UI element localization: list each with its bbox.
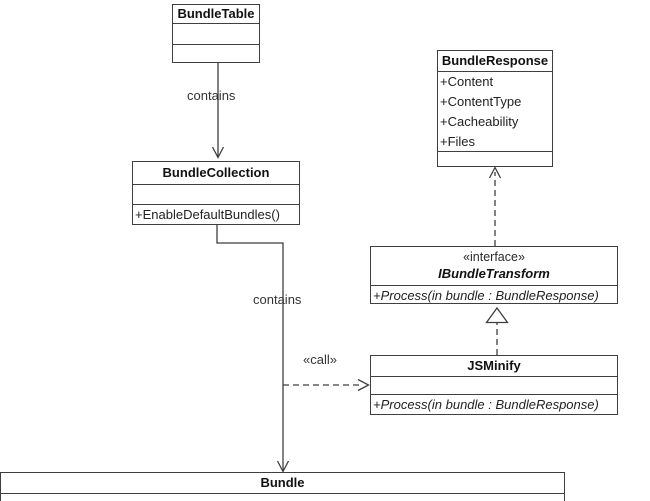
attributes-compartment xyxy=(1,493,564,501)
class-bundle-collection: BundleCollection +EnableDefaultBundles() xyxy=(132,161,300,225)
class-title: BundleTable xyxy=(177,5,255,21)
attributes-compartment xyxy=(371,376,617,394)
edge-label-call-stereotype: «call» xyxy=(303,352,337,367)
class-title: BundleCollection xyxy=(162,164,270,180)
open-arrowhead-down-icon xyxy=(276,460,290,473)
class-attribute: +Content xyxy=(440,74,494,89)
open-arrowhead-right-icon xyxy=(357,378,370,392)
class-title: IBundleTransform xyxy=(438,265,550,281)
class-method: +EnableDefaultBundles() xyxy=(135,207,280,222)
interface-title: «interface» IBundleTransform xyxy=(371,247,617,285)
interface-stereotype: «interface» xyxy=(463,250,525,265)
class-method: +Process(in bundle : BundleResponse) xyxy=(373,288,599,303)
edge-bundlecollection-bundle xyxy=(216,225,284,471)
class-jsminify: JSMinify +Process(in bundle : BundleResp… xyxy=(370,355,618,415)
class-attribute: +Files xyxy=(440,134,476,149)
open-arrowhead-up-icon xyxy=(488,166,502,179)
class-bundle: Bundle xyxy=(0,472,565,501)
interface-ibundle-transform: «interface» IBundleTransform +Process(in… xyxy=(370,246,618,304)
class-title: BundleResponse xyxy=(441,52,549,68)
class-bundle-table: BundleTable xyxy=(172,4,260,63)
methods-compartment xyxy=(173,44,259,62)
class-bundle-response: BundleResponse +Content +ContentType +Ca… xyxy=(437,50,553,167)
methods-compartment: +EnableDefaultBundles() xyxy=(133,204,299,224)
class-attribute: +ContentType xyxy=(440,94,522,109)
attributes-compartment xyxy=(173,23,259,44)
class-title: JSMinify xyxy=(467,357,521,373)
class-attribute: +Cacheability xyxy=(440,114,519,129)
realization-triangle-icon xyxy=(485,306,509,324)
open-arrowhead-down-icon xyxy=(211,146,225,159)
attributes-compartment xyxy=(133,184,299,204)
class-method: +Process(in bundle : BundleResponse) xyxy=(373,397,599,412)
methods-compartment: +Process(in bundle : BundleResponse) xyxy=(371,394,617,414)
methods-compartment: +Process(in bundle : BundleResponse) xyxy=(371,285,617,303)
class-title: Bundle xyxy=(260,474,305,490)
methods-compartment xyxy=(438,151,552,166)
edge-label-contains-bottom: contains xyxy=(253,292,302,307)
edge-label-contains-top: contains xyxy=(187,88,236,103)
attributes-compartment: +Content +ContentType +Cacheability +Fil… xyxy=(438,71,552,151)
